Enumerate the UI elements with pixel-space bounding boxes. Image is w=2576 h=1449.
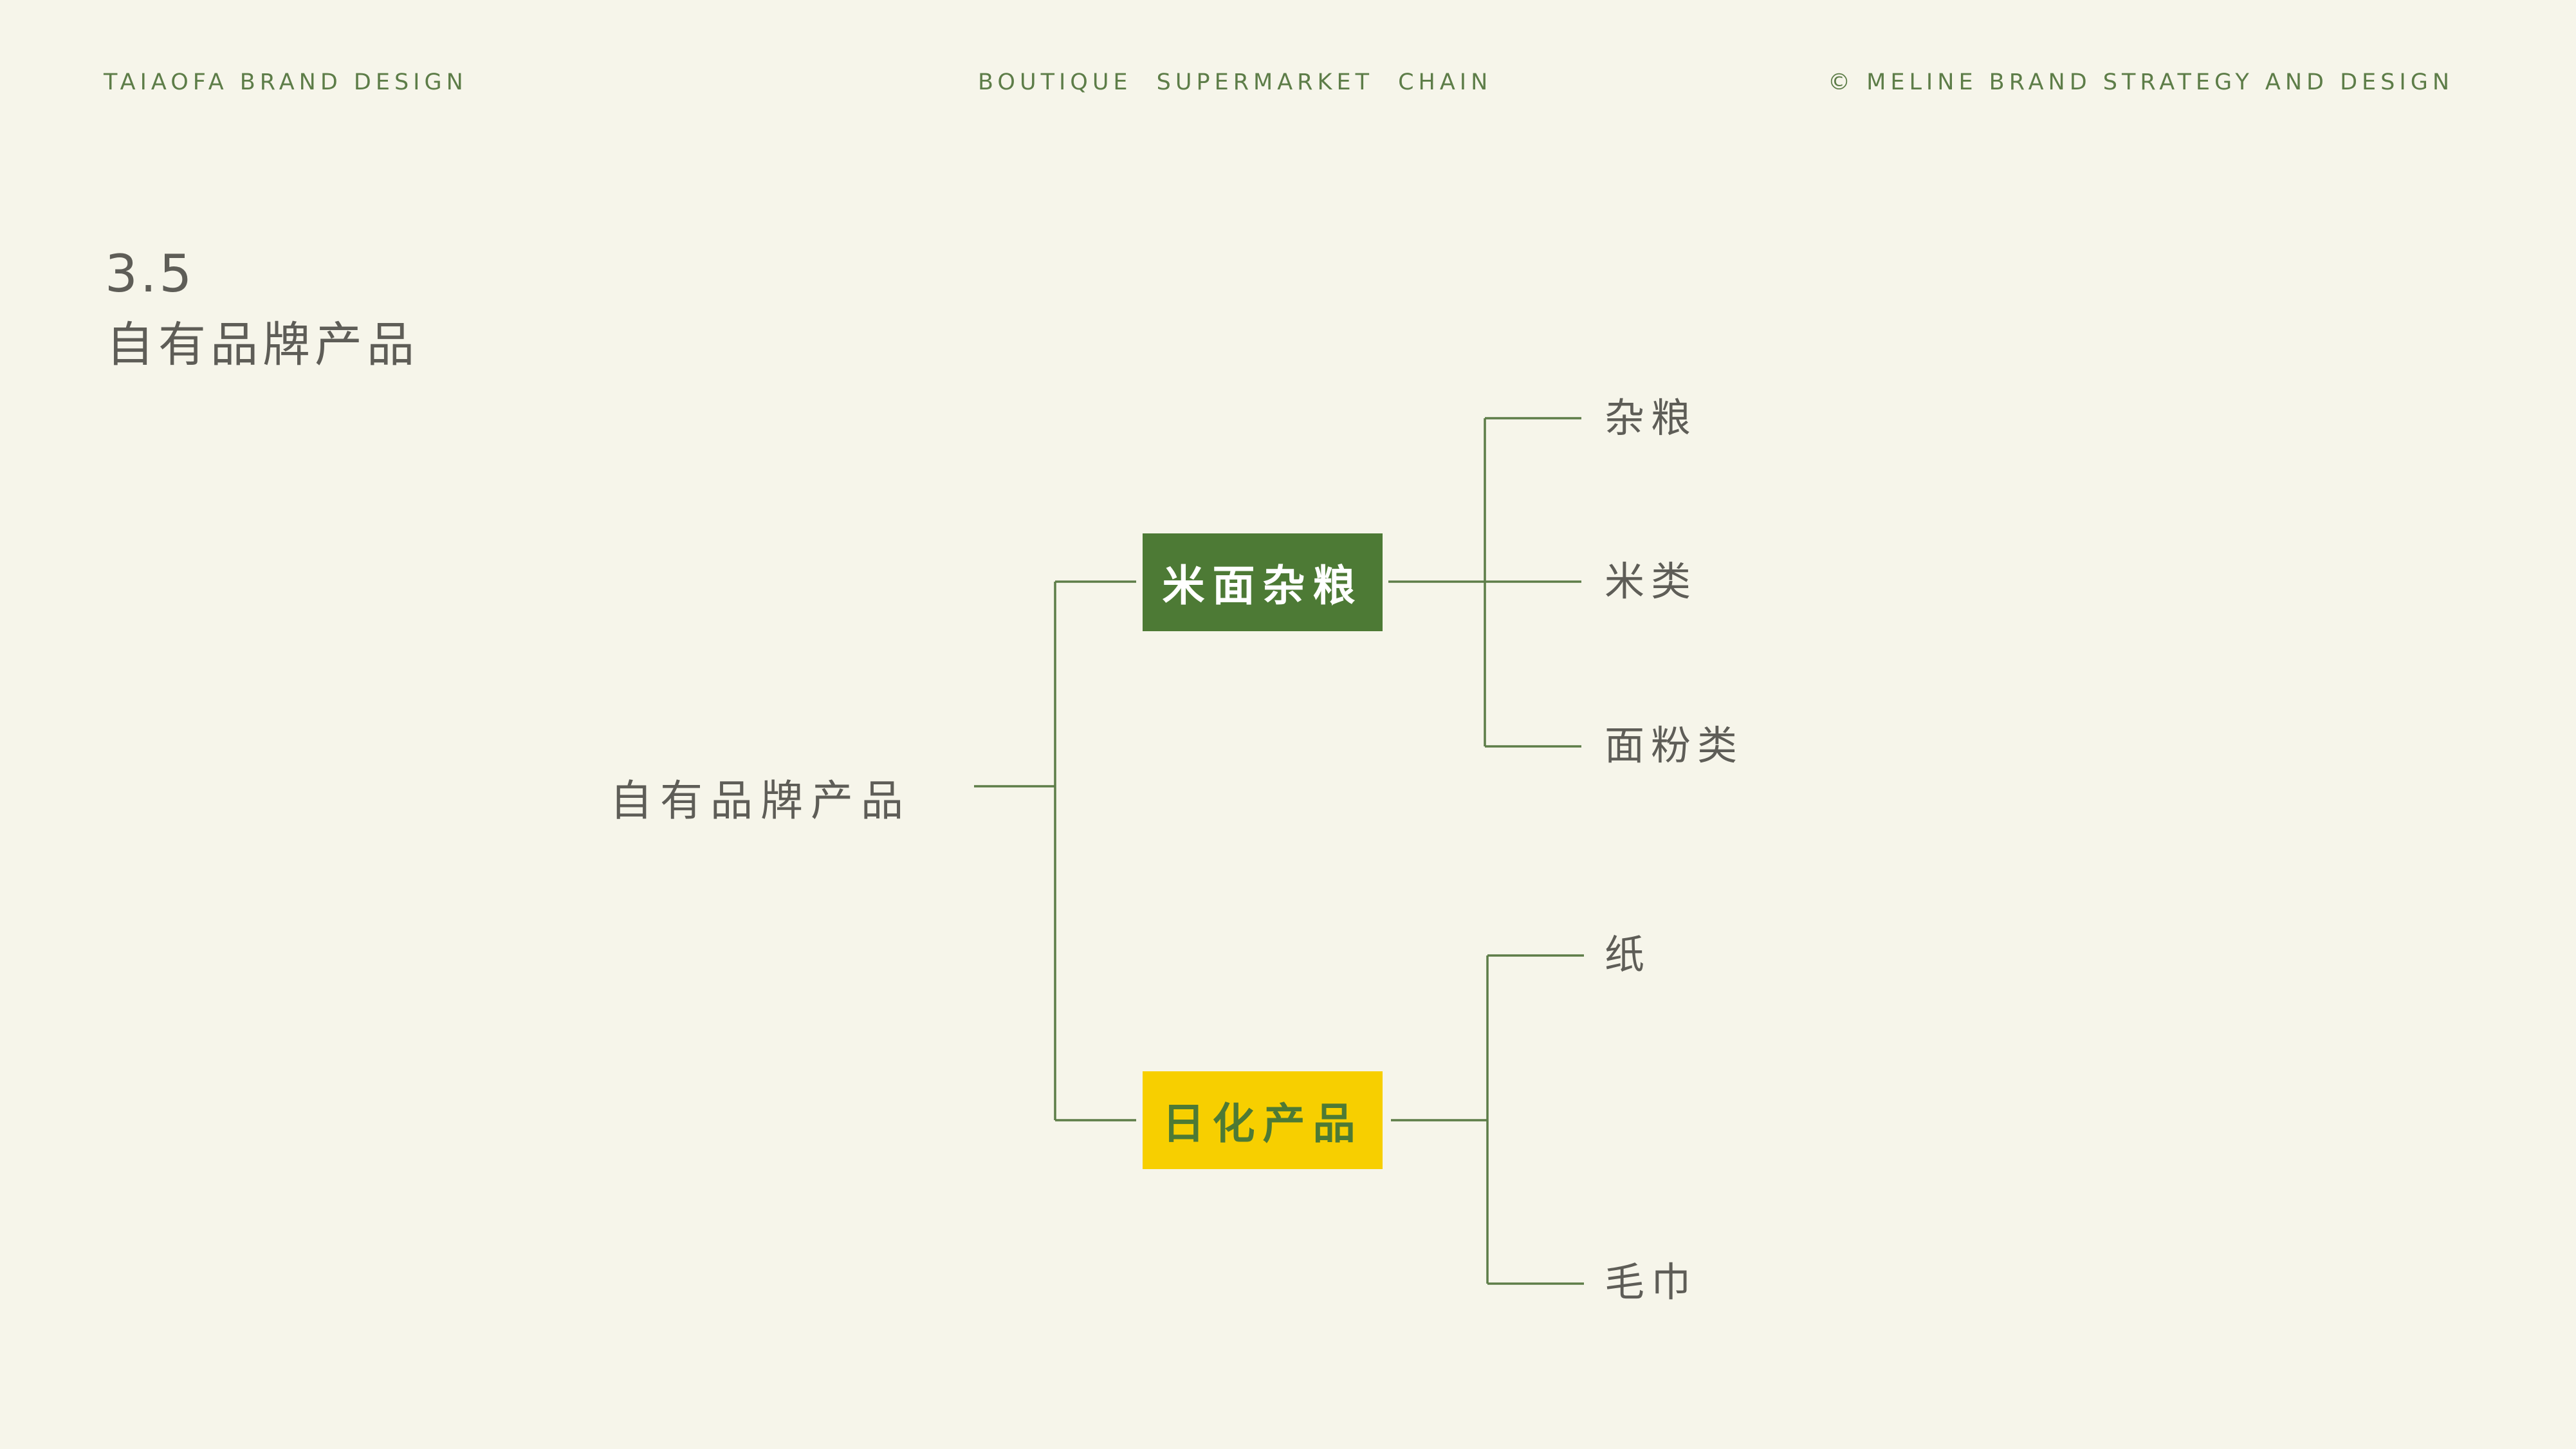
leaf-daily-2: 毛巾 [1605,1259,1698,1306]
header-brand-left: TAIAOFA BRAND DESIGN [104,69,468,95]
section-number: 3.5 [105,244,195,304]
branch-node-grain: 米面杂粮 [1143,533,1383,631]
header-copyright-right: © MELINE BRAND STRATEGY AND DESIGN [1828,69,2454,95]
branch-node-daily: 日化产品 [1143,1071,1383,1169]
section-title: 自有品牌产品 [106,317,419,373]
leaf-grain-2: 米类 [1605,558,1698,605]
leaf-daily-1: 纸 [1605,931,1651,978]
header-subtitle-center: BOUTIQUE SUPERMARKET CHAIN [978,69,1493,95]
branch-node-daily-label: 日化产品 [1162,1099,1363,1149]
leaf-grain-3: 面粉类 [1605,722,1744,769]
tree-root-label: 自有品牌产品 [610,776,911,826]
leaf-grain-1: 杂粮 [1605,394,1698,441]
branch-node-grain-label: 米面杂粮 [1162,561,1363,611]
